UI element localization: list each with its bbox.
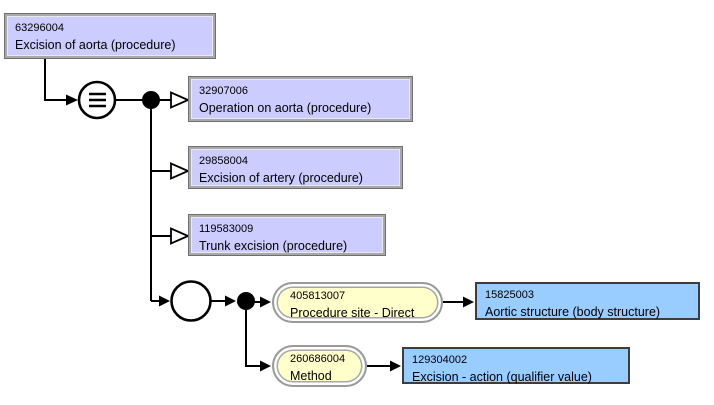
concept-code: 129304002 — [412, 354, 468, 366]
connector-line — [44, 58, 66, 101]
concept-term: Excision of aorta (procedure) — [15, 38, 176, 52]
attribute-group-node — [170, 280, 212, 322]
concept-term: Excision of artery (procedure) — [199, 171, 363, 185]
concept-code: 29858004 — [199, 155, 248, 167]
attribute-term: Procedure site - Direct — [290, 306, 415, 320]
connector-line — [245, 301, 261, 367]
concept-code: 15825003 — [485, 289, 534, 301]
concept-term: Excision - action (qualifier value) — [412, 370, 592, 384]
is-a-open-arrow — [170, 91, 191, 109]
filled-arrow — [390, 360, 401, 372]
conjunction-node — [142, 91, 160, 109]
equivalent-to-icon — [77, 80, 117, 120]
parent-concept-box: 119583009 Trunk excision (procedure) — [188, 214, 386, 256]
is-a-open-arrow — [170, 162, 191, 180]
parent-concept-box: 32907006 Operation on aorta (procedure) — [188, 76, 413, 122]
filled-arrow — [225, 295, 236, 307]
filled-arrow — [159, 295, 170, 307]
concept-term: Operation on aorta (procedure) — [199, 101, 372, 115]
parent-concept-box: 29858004 Excision of artery (procedure) — [188, 146, 403, 189]
concept-code: 32907006 — [199, 85, 248, 97]
attribute-box: 405813007 Procedure site - Direct — [272, 282, 443, 323]
concept-code: 119583009 — [199, 223, 254, 235]
focus-concept-box: 63296004 Excision of aorta (procedure) — [4, 13, 216, 59]
is-a-open-arrow — [170, 227, 191, 245]
concept-term: Aortic structure (body structure) — [485, 305, 661, 319]
attribute-term: Method — [290, 369, 332, 383]
filled-arrow — [260, 360, 271, 372]
value-concept-box: 129304002 Excision - action (qualifier v… — [402, 347, 630, 384]
value-concept-box: 15825003 Aortic structure (body structur… — [475, 282, 700, 320]
attribute-code: 405813007 — [290, 290, 346, 302]
concept-code: 63296004 — [15, 22, 64, 34]
concept-term: Trunk excision (procedure) — [199, 239, 348, 253]
attribute-code: 260686004 — [290, 353, 346, 365]
attribute-box: 260686004 Method — [272, 345, 367, 387]
filled-arrow — [66, 94, 78, 106]
filled-arrow — [463, 296, 474, 308]
conjunction-node — [237, 292, 255, 310]
filled-arrow — [260, 296, 271, 308]
